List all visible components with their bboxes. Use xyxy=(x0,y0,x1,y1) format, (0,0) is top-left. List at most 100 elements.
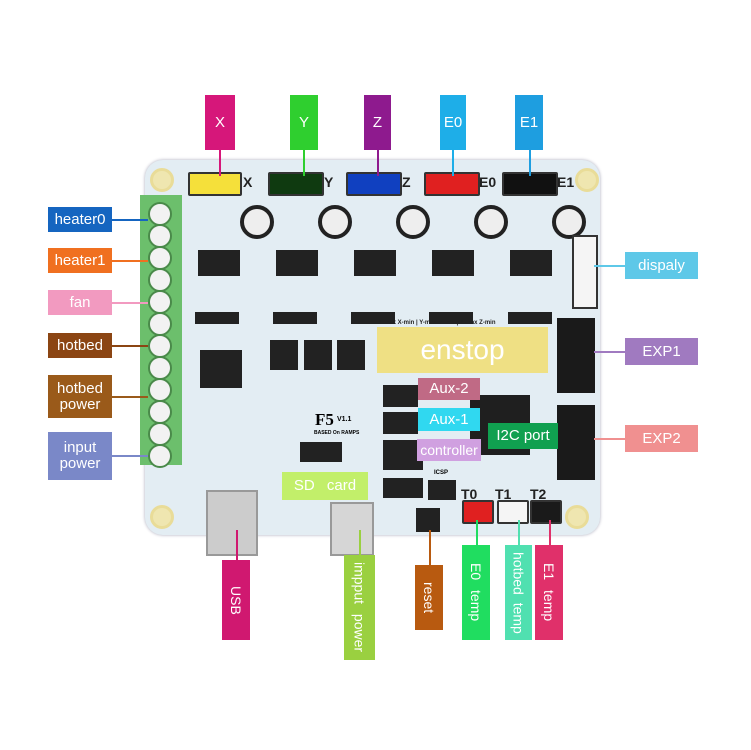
leader-line xyxy=(452,148,454,176)
silk-t0: T0 xyxy=(461,486,478,502)
aux1-label: Aux-1 xyxy=(418,408,480,431)
silk-model: F5 xyxy=(315,410,334,429)
z-motor-connector xyxy=(346,172,402,196)
t0-connector xyxy=(462,500,494,524)
label-impput-power: impput power xyxy=(344,555,375,660)
leader-line xyxy=(236,530,238,562)
label-usb: USB xyxy=(222,560,250,640)
pin-header xyxy=(429,312,473,324)
label-e0-temp: E0 temp xyxy=(462,545,490,640)
screw-terminal xyxy=(148,268,172,292)
label-fan: fan xyxy=(48,290,112,315)
leader-line xyxy=(112,345,148,347)
leader-line xyxy=(112,219,148,221)
screw-terminal xyxy=(148,422,172,446)
label-hotbed: hotbed xyxy=(48,333,112,358)
driver-chip xyxy=(198,250,240,276)
y-motor-connector xyxy=(268,172,324,196)
screw-terminal xyxy=(148,224,172,248)
silk-y: Y xyxy=(324,174,334,190)
leader-line xyxy=(594,351,626,353)
capacitor xyxy=(552,205,586,239)
driver-chip xyxy=(510,250,552,276)
power-jack xyxy=(330,502,374,556)
silk-based: BASED On RAMPS xyxy=(314,430,360,436)
exp1-header xyxy=(557,318,595,393)
label-hotbed-temp: hotbed temp xyxy=(505,545,532,640)
leader-line xyxy=(303,148,305,176)
i2c-label: I2C port xyxy=(488,423,558,449)
t2-connector xyxy=(530,500,562,524)
label-exp1: EXP1 xyxy=(625,338,698,365)
silk-x: X xyxy=(243,174,253,190)
sd-header xyxy=(383,478,423,498)
aux1-header xyxy=(383,412,418,434)
mount-hole xyxy=(150,168,174,192)
servos-header xyxy=(383,440,423,470)
label-hotbed-power: hotbed power xyxy=(48,375,112,418)
aux2-header xyxy=(383,385,418,407)
reset-button[interactable] xyxy=(416,508,440,532)
label-reset: reset xyxy=(415,565,443,630)
mount-hole xyxy=(150,505,174,529)
exp2-header xyxy=(557,405,595,480)
mosfet xyxy=(270,340,298,370)
usb-chip xyxy=(300,442,342,462)
icsp-header xyxy=(428,480,456,500)
display-connector xyxy=(572,235,598,309)
pin-header xyxy=(508,312,552,324)
mosfet xyxy=(304,340,332,370)
silk-e0: E0 xyxy=(479,174,497,190)
silk-endstops: X-max X-min | Y-max Y-min | Z-max Z-min xyxy=(378,320,496,326)
pin-header xyxy=(273,312,317,324)
x-motor-connector xyxy=(188,172,242,196)
leader-line xyxy=(112,396,148,398)
label-x: X xyxy=(205,95,235,150)
screw-terminal xyxy=(148,356,172,380)
enstop-label: enstop xyxy=(377,327,548,373)
leader-line xyxy=(219,148,221,176)
label-e0: E0 xyxy=(440,95,466,150)
leader-line xyxy=(377,148,379,176)
driver-chip xyxy=(276,250,318,276)
screw-terminal xyxy=(148,444,172,468)
screw-terminal xyxy=(148,312,172,336)
aux2-label: Aux-2 xyxy=(418,378,480,400)
screw-terminal xyxy=(148,202,172,226)
leader-line xyxy=(476,520,478,547)
leader-line xyxy=(594,438,626,440)
silk-e1: E1 xyxy=(557,174,575,190)
driver-chip xyxy=(354,250,396,276)
silk-icsp: ICSP xyxy=(434,470,449,476)
silk-t2: T2 xyxy=(530,486,547,502)
capacitor xyxy=(396,205,430,239)
leader-line xyxy=(359,530,361,557)
leader-line xyxy=(518,520,520,547)
regulator xyxy=(200,350,242,388)
screw-terminal xyxy=(148,378,172,402)
label-e1: E1 xyxy=(515,95,543,150)
leader-line xyxy=(529,148,531,176)
mount-hole xyxy=(575,168,599,192)
silk-z: Z xyxy=(402,174,411,190)
capacitor xyxy=(240,205,274,239)
controller-label: controller xyxy=(417,439,481,461)
driver-chip xyxy=(432,250,474,276)
silk-version: V1.1 xyxy=(337,416,352,423)
leader-line xyxy=(594,265,626,267)
label-y: Y xyxy=(290,95,318,150)
screw-terminal xyxy=(148,400,172,424)
leader-line xyxy=(429,530,431,567)
leader-line xyxy=(112,302,148,304)
silk-t1: T1 xyxy=(495,486,512,502)
label-heater0: heater0 xyxy=(48,207,112,232)
screw-terminal xyxy=(148,246,172,270)
usb-port xyxy=(206,490,258,556)
pin-header xyxy=(195,312,239,324)
mosfet xyxy=(337,340,365,370)
sdcard-label: SD card xyxy=(282,472,368,500)
capacitor xyxy=(474,205,508,239)
t1-connector xyxy=(497,500,529,524)
leader-line xyxy=(112,260,148,262)
screw-terminal xyxy=(148,290,172,314)
